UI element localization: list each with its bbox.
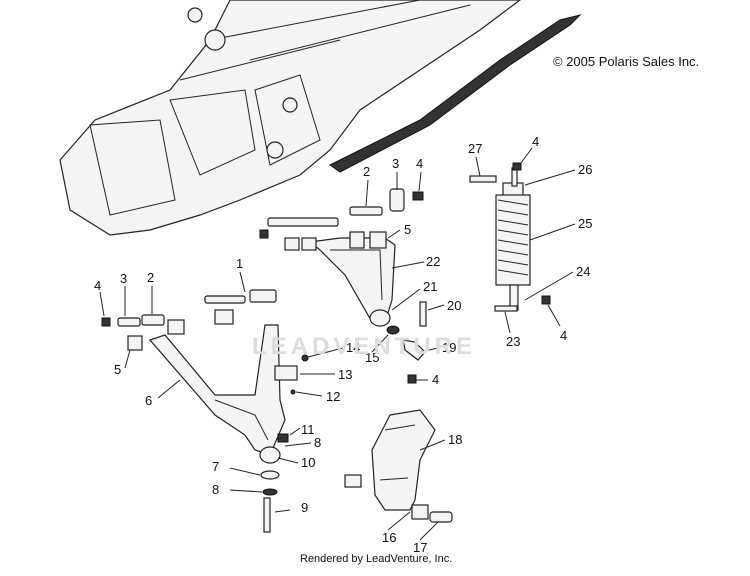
callout-23: 23	[506, 334, 520, 349]
callout-25: 25	[578, 216, 592, 231]
callout-4-middle: 4	[432, 372, 439, 387]
callout-12: 12	[326, 389, 340, 404]
rendered-by-credit: Rendered by LeadVenture, Inc.	[300, 553, 453, 565]
callout-26: 26	[578, 162, 592, 177]
shock-absorber	[469, 162, 551, 312]
callout-8-upper: 8	[314, 435, 321, 450]
callout-10: 10	[301, 455, 315, 470]
chassis-frame	[59, 0, 582, 236]
copyright-notice: © 2005 Polaris Sales Inc.	[553, 54, 700, 69]
callout-2-lower: 2	[147, 270, 154, 285]
callout-19: 19	[442, 340, 456, 355]
callout-3-lower: 3	[120, 271, 127, 286]
callout-24: 24	[576, 264, 590, 279]
callout-2-upper: 2	[363, 164, 370, 179]
callout-9: 9	[301, 500, 308, 515]
callout-4-upper: 4	[416, 156, 423, 171]
leader-lines	[99, 147, 576, 541]
callout-3-upper: 3	[392, 156, 399, 171]
callout-5-lower: 5	[114, 362, 121, 377]
callout-8-lower: 8	[212, 482, 219, 497]
callout-15: 15	[365, 350, 379, 365]
upper-a-arm	[308, 237, 396, 327]
callout-1: 1	[236, 256, 243, 271]
callout-6: 6	[145, 393, 152, 408]
callout-17: 17	[413, 540, 427, 555]
lower-bolts	[101, 289, 277, 351]
callout-13: 13	[338, 367, 352, 382]
callout-22: 22	[426, 254, 440, 269]
spindle	[344, 409, 453, 523]
callout-11: 11	[301, 422, 315, 437]
callout-27: 27	[468, 141, 482, 156]
callout-4-lower-left: 4	[94, 278, 101, 293]
callout-4-shock-bottom: 4	[560, 328, 567, 343]
watermark: LEADVENTURE	[252, 333, 477, 360]
callout-5-upper: 5	[404, 222, 411, 237]
callout-numbers: 1 2 3 4 5 6 7 8 9 10 11 8 12 13 14 15 2 …	[94, 134, 592, 555]
callout-18: 18	[448, 432, 462, 447]
upper-bolts	[259, 188, 424, 251]
callout-21: 21	[423, 279, 437, 294]
callout-7: 7	[212, 459, 219, 474]
callout-20: 20	[447, 298, 461, 313]
callout-16: 16	[382, 530, 396, 545]
callout-14: 14	[346, 340, 360, 355]
lower-a-arm	[148, 324, 286, 464]
callout-4-shock-top: 4	[532, 134, 539, 149]
hardware-misc	[260, 301, 427, 533]
